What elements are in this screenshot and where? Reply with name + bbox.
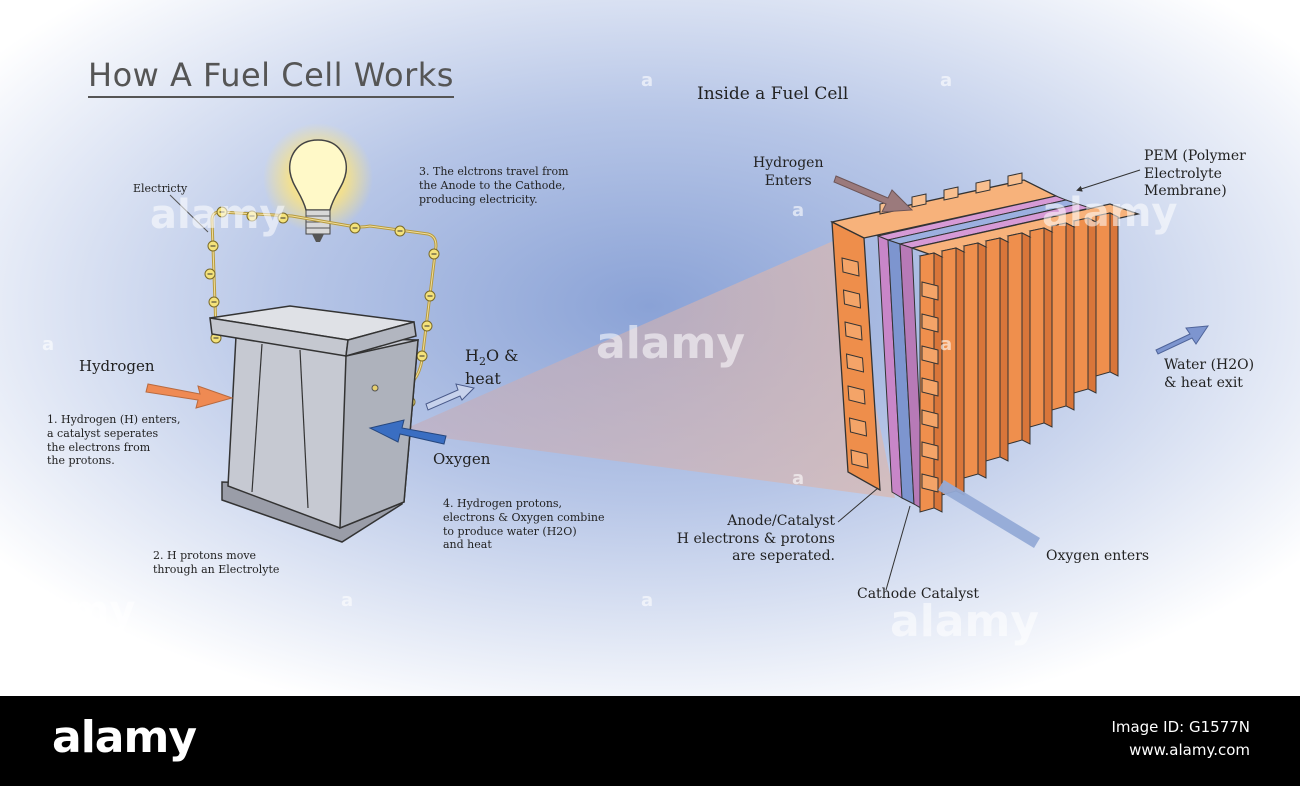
cathode-fin-side-2 (977, 242, 987, 479)
water-exit-label: Water (H2O) & heat exit (1164, 357, 1255, 391)
watermark-5: alamy (0, 588, 136, 634)
hydrogen-enters-label: Hydrogen Enters (753, 155, 824, 189)
watermark-2: alamy (596, 318, 745, 369)
anode-tooth-0 (841, 257, 860, 277)
anode-tooth-2 (844, 321, 863, 341)
cathode-tooth-5 (921, 441, 939, 461)
pem-label: PEM (Polymer Electrolyte Membrane) (1144, 148, 1246, 199)
oxygen-arrow (368, 419, 447, 445)
cathode-fin-side-8 (1109, 212, 1119, 377)
cathode-tooth-0 (921, 281, 939, 301)
cathode-fin-face-4 (1007, 232, 1023, 445)
water-o: O & (485, 346, 519, 365)
anode-top-tooth-2 (943, 186, 959, 201)
cathode-fins (918, 212, 1120, 513)
water-heat-label: H2O & heat (465, 346, 518, 389)
footer-bar: alamy Image ID: G1577N www.alamy.com (0, 696, 1300, 786)
oxygen-label: Oxygen (433, 450, 491, 468)
step4-text: 4. Hydrogen protons, electrons & Oxygen … (443, 497, 605, 552)
water-h: H (465, 346, 479, 365)
step1-text: 1. Hydrogen (H) enters, a catalyst seper… (47, 413, 181, 468)
oxygen-enters-label: Oxygen enters (1046, 548, 1150, 564)
magnify-beam (398, 238, 895, 498)
inside-subtitle: Inside a Fuel Cell (697, 84, 849, 104)
anode-block (830, 172, 1058, 492)
cathode-pointer (885, 505, 911, 591)
cathode-catalyst-label: Cathode Catalyst (857, 586, 980, 602)
water-exit-arrow (1155, 325, 1209, 355)
cathode-fin-face-5 (1029, 227, 1045, 428)
anode-top-tooth-1 (911, 193, 927, 208)
oxygen-enters-arrow (938, 480, 1040, 548)
anode-tooth-1 (842, 289, 862, 309)
anode-tooth-5 (848, 417, 868, 437)
cathode-fin-side-1 (955, 247, 965, 496)
electricity-pointer (169, 194, 209, 233)
fuel-cell-body (209, 305, 419, 543)
step2-text: 2. H protons move through an Electrolyte (153, 549, 280, 576)
water-out-arrow (425, 383, 475, 411)
watermark-3: alamy (1042, 190, 1178, 236)
cathode-fin-side-3 (999, 237, 1009, 462)
anode-tooth-4 (847, 385, 866, 405)
watermark-4: alamy (890, 596, 1039, 647)
hydrogen-enters-arrow (833, 175, 914, 213)
cathode-fin-face-1 (941, 247, 957, 496)
cathode-block (909, 203, 1141, 513)
anode-pointer (837, 487, 879, 523)
cathode-fin-face-6 (1051, 222, 1067, 411)
step3-text: 3. The elctrons travel from the Anode to… (419, 165, 569, 206)
cathode-tooth-4 (921, 409, 939, 429)
cathode-tooth-6 (921, 473, 939, 493)
watermark-a-4: a (940, 334, 953, 355)
cathode-fin-face-2 (963, 242, 979, 479)
page-title: How A Fuel Cell Works (88, 56, 454, 98)
cathode-fin-face-7 (1073, 217, 1089, 394)
image-id-text: Image ID: G1577N (1111, 718, 1250, 736)
anode-catalyst-label: Anode/Catalyst H electrons & protons are… (676, 513, 835, 564)
alamy-logo[interactable]: alamy (52, 712, 197, 763)
watermark-a-1: a (641, 70, 654, 91)
electricity-label: Electricty (133, 182, 188, 195)
cathode-fin-side-5 (1043, 227, 1053, 428)
diagram-svg (0, 0, 1300, 696)
cathode-tooth-1 (921, 313, 939, 333)
heat-label: heat (465, 368, 501, 388)
cathode-fin-side-6 (1065, 222, 1075, 411)
watermark-a-7: a (42, 334, 55, 355)
anode-teeth (841, 172, 1023, 469)
cathode-tooth-2 (921, 345, 939, 365)
anode-tooth-3 (845, 353, 865, 373)
site-url[interactable]: www.alamy.com (1129, 740, 1250, 759)
cathode-fin-side-4 (1021, 232, 1031, 445)
watermark-a-3: a (792, 200, 805, 221)
diagram-canvas: How A Fuel Cell Works Inside a Fuel Cell… (0, 0, 1300, 696)
anode-top-tooth-3 (975, 179, 991, 194)
watermark-a-8: a (792, 468, 805, 489)
water-sub-2: 2 (478, 355, 486, 369)
anode-top-tooth-4 (1007, 172, 1023, 187)
watermark-1: alamy (150, 192, 286, 238)
hydrogen-label: Hydrogen (79, 357, 155, 375)
pem-pointer (1076, 169, 1141, 192)
watermark-a-6: a (641, 590, 654, 611)
image-id: Image ID: G1577N www.alamy.com (1111, 716, 1250, 761)
cathode-fin-side-7 (1087, 217, 1097, 394)
cathode-fin-face-3 (985, 237, 1001, 462)
watermark-a-2: a (940, 70, 953, 91)
hydrogen-arrow (145, 383, 234, 409)
anode-tooth-6 (850, 449, 869, 469)
watermark-a-5: a (341, 590, 354, 611)
cathode-fin-face-8 (1095, 212, 1111, 377)
cathode-tooth-3 (921, 377, 939, 397)
membrane-layers (876, 195, 1092, 511)
